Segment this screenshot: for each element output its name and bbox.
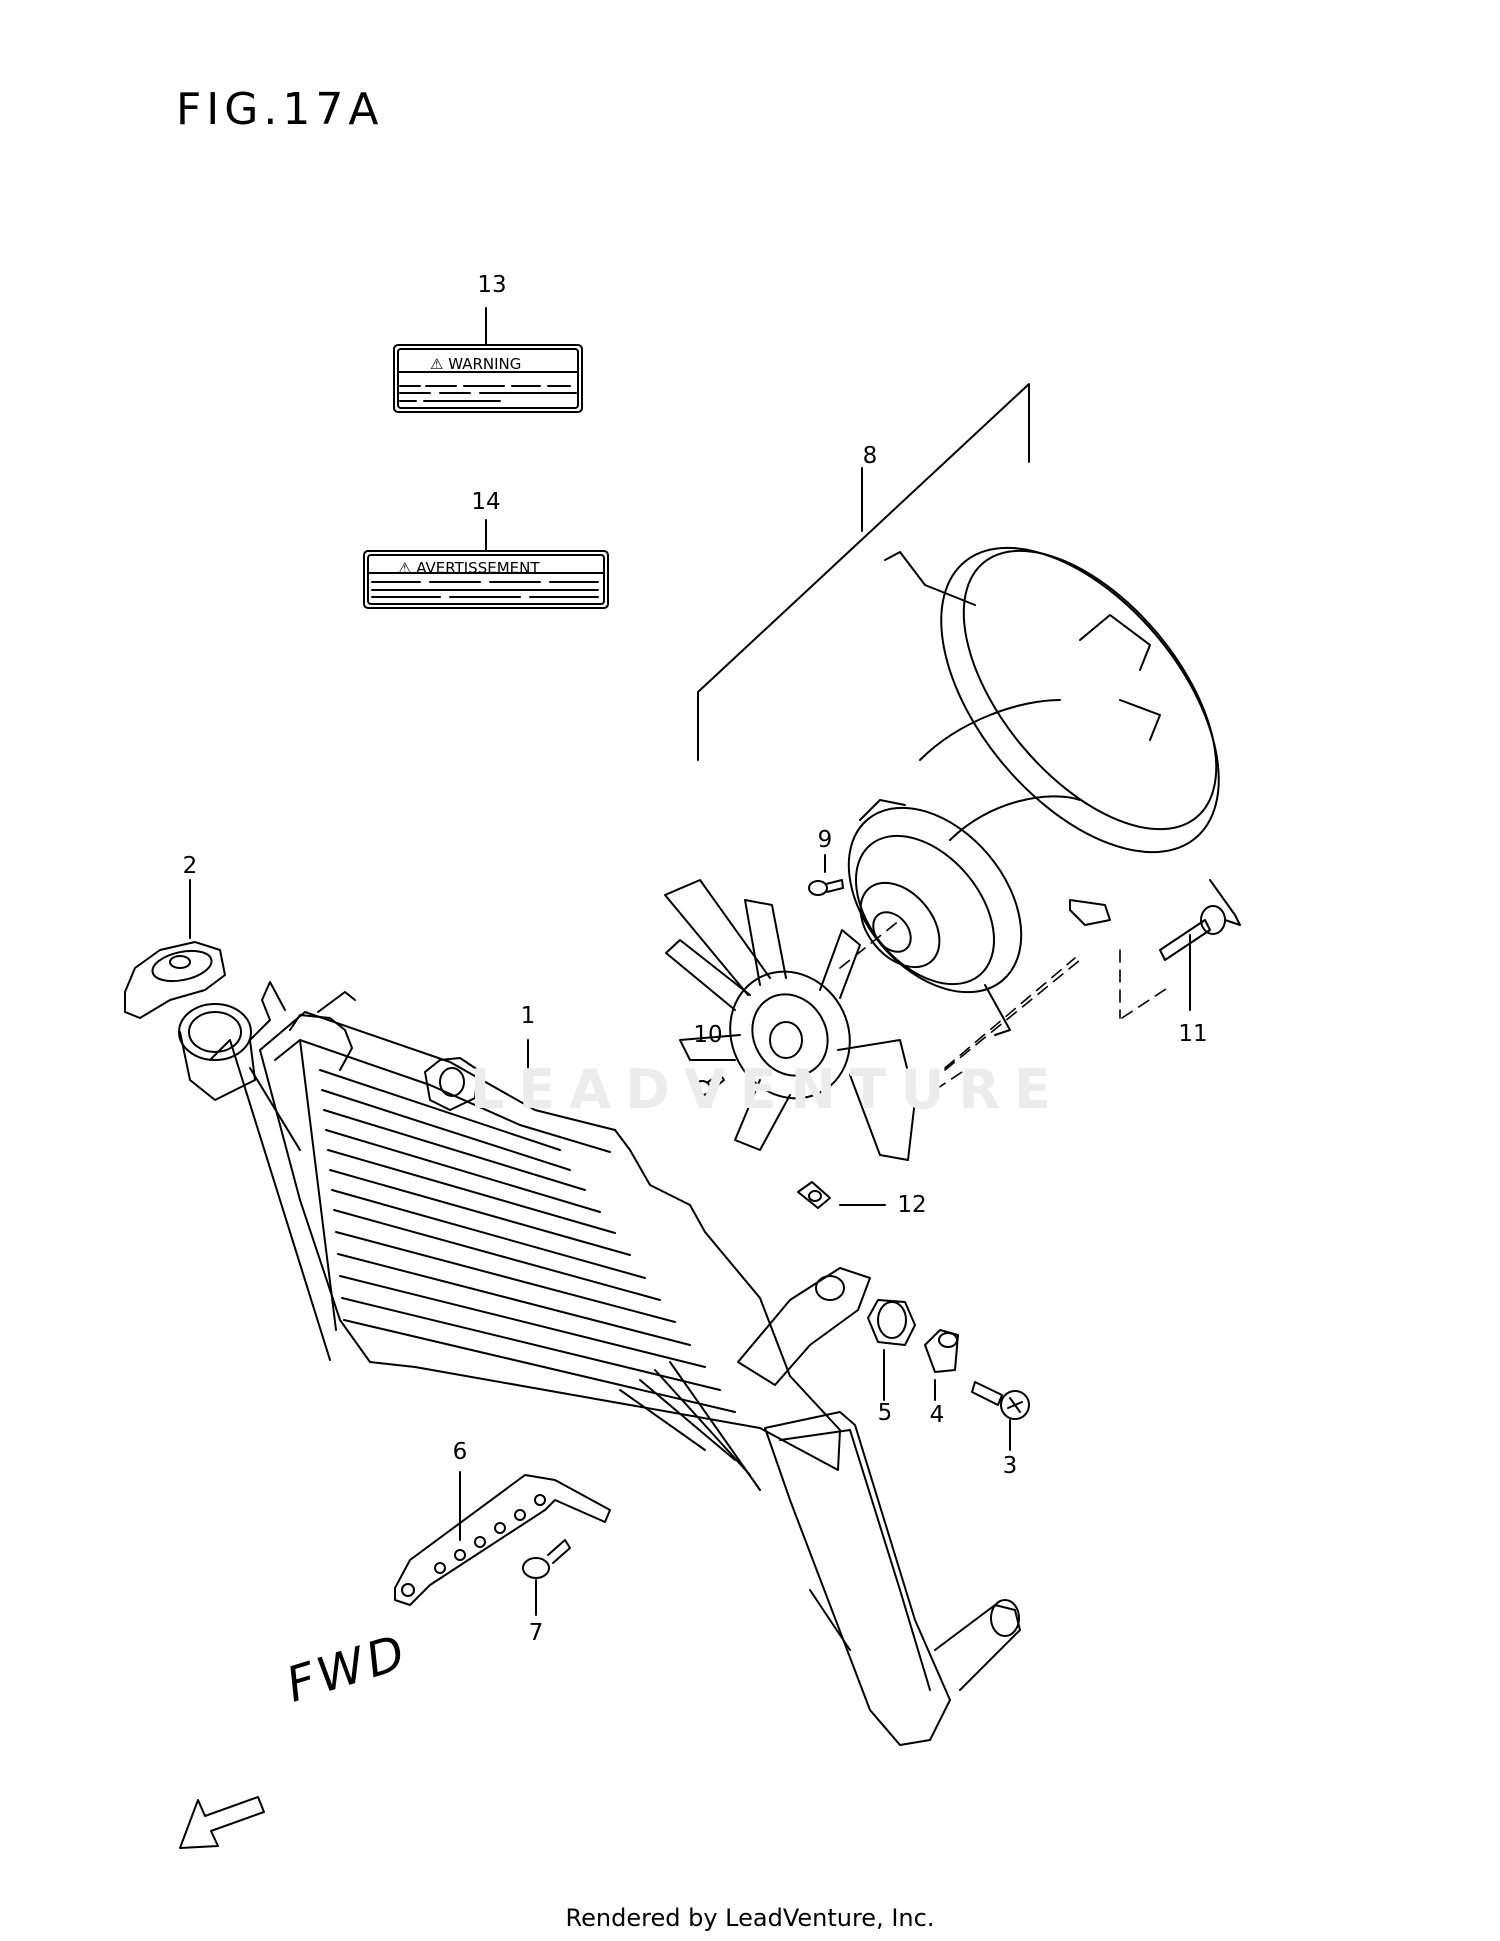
fan-motor [847, 799, 1023, 1036]
callout-5: 5 [877, 1400, 893, 1426]
filler-neck [178, 981, 356, 1101]
callout-6: 6 [452, 1439, 468, 1465]
avertissement-label-part [363, 519, 609, 609]
radiator-core [209, 1011, 841, 1491]
figure-title: FIG.17A [176, 84, 384, 135]
fan-shroud [884, 546, 1241, 926]
avertissement-label-text: ⚠ AVERTISSEMENT [398, 559, 540, 577]
grommet-part [867, 1299, 916, 1401]
collar-part [924, 1329, 959, 1401]
warning-label-text: ⚠ WARNING [430, 355, 522, 373]
callout-1: 1 [520, 1003, 536, 1029]
callout-7: 7 [528, 1620, 544, 1646]
upper-mount-tab [424, 1057, 479, 1111]
bolt-11-part [1159, 905, 1226, 1011]
callout-12: 12 [897, 1192, 927, 1218]
bracket-part [394, 1471, 611, 1606]
callout-14: 14 [471, 489, 501, 515]
callout-3: 3 [1002, 1453, 1018, 1479]
callout-9: 9 [817, 827, 833, 853]
footer-credit: Rendered by LeadVenture, Inc. [565, 1904, 935, 1932]
fan-blade [664, 879, 916, 1161]
fan-assembly-bracket [697, 383, 1030, 761]
nut-12-part [797, 1181, 886, 1209]
warning-label-part [393, 307, 583, 413]
bolt-3-part [971, 1381, 1030, 1451]
callout-8: 8 [862, 443, 878, 469]
callout-10: 10 [693, 1022, 723, 1048]
callout-13: 13 [477, 272, 507, 298]
callout-11: 11 [1178, 1021, 1208, 1047]
lower-mount-tab [737, 1267, 871, 1386]
callout-2: 2 [182, 853, 198, 879]
alignment-lines [839, 919, 1173, 1091]
screw-9-part [808, 854, 844, 896]
callout-4: 4 [929, 1402, 945, 1428]
radiator-side-tank [764, 1411, 1021, 1746]
bolt-7-part [522, 1539, 571, 1616]
radiator-cap-part [124, 879, 226, 1019]
watermark: LEADVENTURE [470, 1058, 1065, 1121]
forward-arrow-icon [179, 1796, 265, 1849]
screw-10-part [693, 1073, 725, 1096]
